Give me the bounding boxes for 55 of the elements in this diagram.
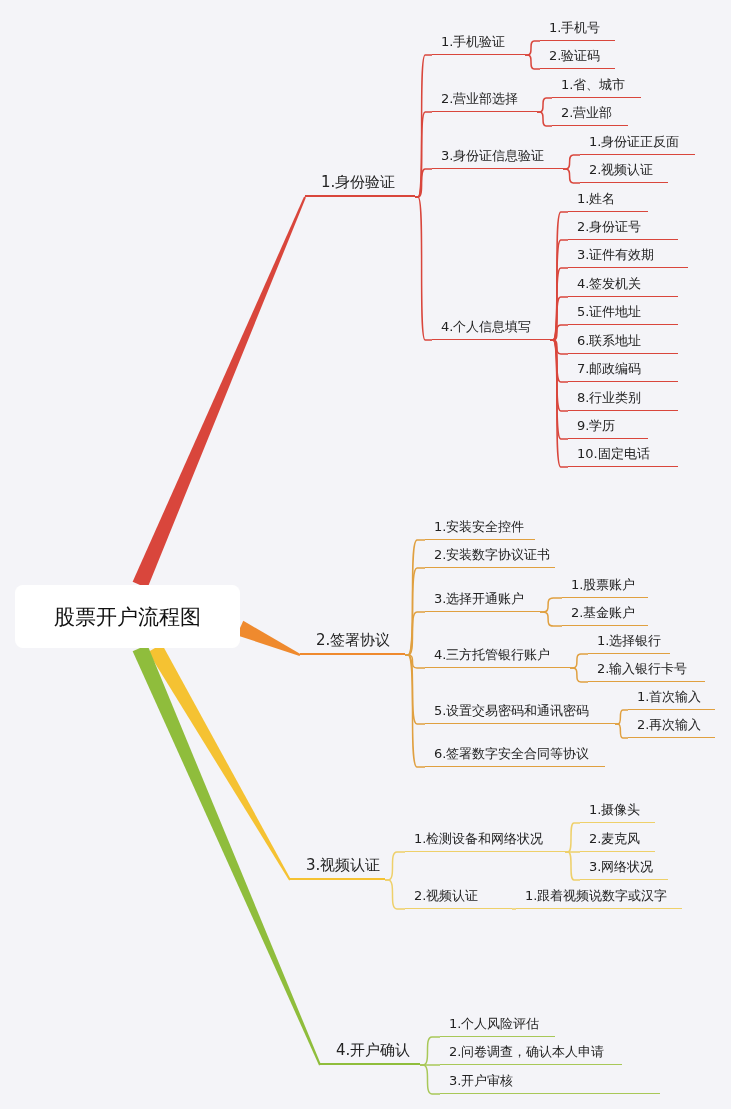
- subtopic-label: 2.安装数字协议证书: [425, 545, 555, 568]
- subtopic-label: 4.个人信息填写: [432, 317, 550, 340]
- subtopic-label: 1.省、城市: [552, 75, 641, 98]
- connector-line: [524, 54, 541, 70]
- root-box: 股票开户流程图: [15, 585, 240, 648]
- subtopic-label: 6.联系地址: [568, 331, 678, 354]
- subtopic-label: 1.检测设备和网络状况: [405, 829, 565, 852]
- subtopic-label: 8.行业类别: [568, 388, 678, 411]
- subtopic-label: 5.证件地址: [568, 302, 678, 325]
- connector-line: [539, 611, 563, 627]
- subtopic-label: 3.网络状况: [580, 857, 668, 880]
- subtopic-label: 2.身份证号: [568, 217, 678, 240]
- subtopic-label: 1.姓名: [568, 189, 648, 212]
- connector-line: [569, 667, 589, 683]
- subtopic-label: 1.手机验证: [432, 32, 525, 55]
- subtopic-label: 5.设置交易密码和通讯密码: [425, 701, 615, 724]
- subtopic-label: 3.开户审核: [440, 1071, 660, 1094]
- subtopic-label: 1.首次输入: [628, 687, 715, 710]
- subtopic-label: 1.跟着视频说数字或汉字: [516, 886, 682, 909]
- subtopic-label: 6.签署数字安全合同等协议: [425, 744, 605, 767]
- subtopic-label: 2.问卷调查，确认本人申请: [440, 1042, 622, 1065]
- connector-line: [562, 168, 581, 184]
- connector-line: [536, 111, 553, 127]
- branch-topic: 1.身份验证: [305, 172, 415, 197]
- subtopic-label: 1.股票账户: [562, 575, 648, 598]
- subtopic-label: 4.签发机关: [568, 274, 678, 297]
- branch-topic: 2.签署协议: [300, 630, 405, 655]
- subtopic-label: 7.邮政编码: [568, 359, 678, 382]
- subtopic-label: 2.再次输入: [628, 715, 715, 738]
- branch-topic: 3.视频认证: [290, 855, 385, 880]
- connector-line: [511, 908, 517, 910]
- connector-line: [614, 723, 629, 739]
- subtopic-label: 1.身份证正反面: [580, 132, 695, 155]
- subtopic-label: 1.手机号: [540, 18, 615, 41]
- subtopic-label: 2.营业部: [552, 103, 628, 126]
- subtopic-label: 2.视频认证: [580, 160, 668, 183]
- subtopic-label: 1.安装安全控件: [425, 517, 535, 540]
- subtopic-label: 2.基金账户: [562, 603, 648, 626]
- subtopic-label: 3.证件有效期: [568, 245, 688, 268]
- connector-line: [564, 851, 581, 881]
- subtopic-label: 10.固定电话: [568, 444, 678, 467]
- subtopic-label: 2.营业部选择: [432, 89, 537, 112]
- subtopic-label: 1.个人风险评估: [440, 1014, 555, 1037]
- subtopic-label: 2.验证码: [540, 46, 615, 69]
- subtopic-label: 3.选择开通账户: [425, 589, 540, 612]
- subtopic-label: 2.麦克风: [580, 829, 655, 852]
- subtopic-label: 4.三方托管银行账户: [425, 645, 570, 668]
- subtopic-label: 3.身份证信息验证: [432, 146, 563, 169]
- subtopic-label: 9.学历: [568, 416, 648, 439]
- branch-topic: 4.开户确认: [320, 1040, 420, 1065]
- subtopic-label: 1.摄像头: [580, 800, 655, 823]
- subtopic-label: 2.视频认证: [405, 886, 512, 909]
- connector-line: [414, 196, 433, 341]
- subtopic-label: 2.输入银行卡号: [588, 659, 705, 682]
- subtopic-label: 1.选择银行: [588, 631, 670, 654]
